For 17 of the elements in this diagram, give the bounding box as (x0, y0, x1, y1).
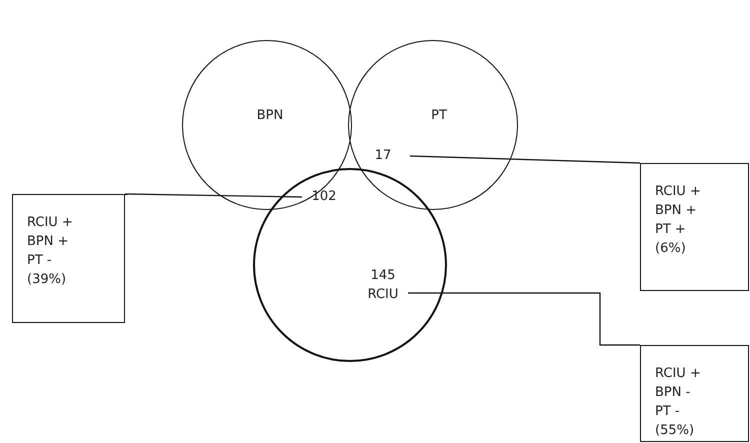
set-label: PT (430, 107, 448, 125)
legend-box (640, 163, 749, 291)
legend-text: RCIU + BPN + PT - (39%) (27, 214, 74, 289)
venn-circle (348, 40, 518, 210)
count-label: 145 RCIU (366, 267, 400, 304)
legend-text: RCIU + BPN + PT + (6%) (655, 183, 702, 258)
set-label: BPN (256, 107, 284, 125)
leader-line (408, 292, 640, 346)
legend-text: RCIU + BPN - PT - (55%) (655, 365, 702, 440)
count-label: 17 (374, 147, 392, 165)
legend-box (12, 194, 125, 323)
venn-circle (253, 168, 447, 362)
leader-line (125, 193, 302, 198)
count-label: 102 (310, 188, 338, 206)
legend-box (640, 345, 749, 442)
leader-line (410, 155, 640, 164)
venn-circle (182, 40, 352, 210)
